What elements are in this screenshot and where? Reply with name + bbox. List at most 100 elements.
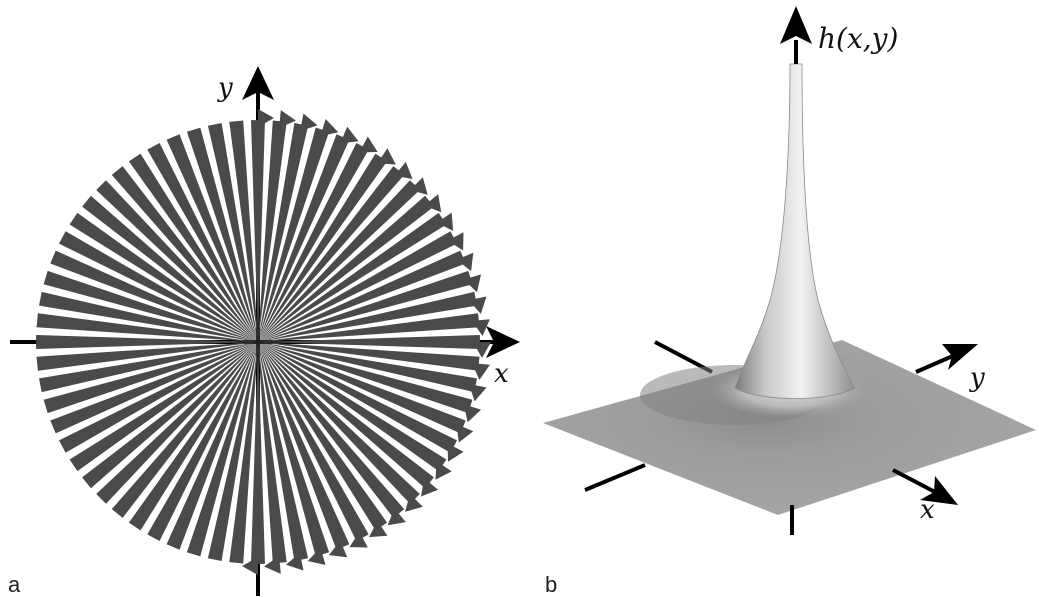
starburst-spoke xyxy=(258,342,477,393)
starburst-arrow-tip xyxy=(307,547,326,565)
starburst-arrow-tip xyxy=(463,404,481,423)
starburst-spoke xyxy=(258,335,480,349)
panel-b-surface-plot: h(x,y) y x b xyxy=(543,6,1036,597)
starburst-spoke xyxy=(258,342,369,541)
starburst-spoke xyxy=(258,231,457,342)
starburst-arrow-tip xyxy=(369,520,388,538)
starburst-arrow-tip xyxy=(299,113,318,132)
panel-b-z-axis-label: h(x,y) xyxy=(818,22,898,55)
starburst-arrow-tip xyxy=(447,232,464,251)
starburst-arrow-tip xyxy=(410,177,428,195)
starburst-spoke xyxy=(82,342,258,489)
starburst-spoke xyxy=(258,342,350,550)
starburst-spoke xyxy=(39,291,258,342)
starburst-spoke xyxy=(258,270,473,342)
surface-base-sheet xyxy=(543,340,1036,515)
starburst-spoke xyxy=(111,166,258,342)
starburst-spoke xyxy=(166,342,258,550)
starburst-spoke xyxy=(36,335,258,349)
starburst-spoke xyxy=(258,342,330,557)
starburst-arrow-tip xyxy=(472,319,490,336)
starburst-arrow-tip xyxy=(258,109,274,127)
starburst-arrow-tip xyxy=(279,110,296,128)
panel-b-y-axis-label: y xyxy=(969,363,985,393)
panel-b-y-axis-front-line xyxy=(915,353,956,374)
starburst-spoke xyxy=(96,180,258,342)
starburst-spoke xyxy=(50,342,258,434)
starburst-spoke xyxy=(82,195,258,342)
starburst-spoke xyxy=(128,153,258,342)
starburst-spoke xyxy=(258,342,405,518)
starburst-spoke xyxy=(258,342,473,414)
panel-b-letter: b xyxy=(545,572,557,597)
starburst-spoke xyxy=(258,342,287,564)
starburst-arrow-tip xyxy=(387,508,406,526)
starburst-arrow-tip xyxy=(286,552,304,571)
starburst-spoke xyxy=(258,342,447,472)
starburst-spoke xyxy=(251,342,265,564)
starburst-spoke xyxy=(258,127,330,342)
panel-b-z-axis-arrowhead xyxy=(780,6,812,44)
starburst-spoke xyxy=(258,195,434,342)
starburst-spoke xyxy=(36,342,258,371)
starburst-arrow-tip xyxy=(436,212,454,231)
starburst-spoke xyxy=(186,342,258,557)
starburst-spoke xyxy=(258,250,466,342)
starburst-spoke xyxy=(166,134,258,342)
starburst-spoke xyxy=(258,143,369,342)
starburst-arrow-tip xyxy=(472,363,490,380)
panel-a-x-axis-arrowhead xyxy=(486,326,520,358)
starburst-spoke xyxy=(229,342,258,564)
starburst-spoke xyxy=(50,250,258,342)
panel-b-x-axis-label: x xyxy=(920,495,935,525)
starburst-spoke xyxy=(258,342,420,504)
surface-peak xyxy=(734,63,856,399)
starburst-arrow-tip xyxy=(394,161,413,179)
panel-b-y-axis-back-line xyxy=(584,463,646,492)
starburst-spoke xyxy=(258,342,466,434)
starburst-spoke xyxy=(258,123,309,342)
starburst-spoke xyxy=(251,120,265,342)
starburst-arrow-tip xyxy=(463,274,481,293)
starburst-spoke xyxy=(43,270,258,342)
panel-a-y-axis-label: y xyxy=(217,73,233,103)
starburst-spoke xyxy=(258,180,420,342)
starburst-arrow-tip xyxy=(328,540,348,558)
starburst-spoke xyxy=(186,127,258,342)
starburst-spoke xyxy=(207,123,258,342)
panel-a-letter: a xyxy=(8,572,21,597)
starburst-arrow-tip xyxy=(456,424,474,443)
starburst-spoke xyxy=(258,342,388,531)
starburst-arrow-tip xyxy=(473,342,491,358)
starburst-spoke xyxy=(69,212,258,342)
starburst-arrow-tip xyxy=(320,119,339,137)
starburst-arrow-tip xyxy=(424,194,442,213)
starburst-spoke xyxy=(147,143,258,342)
starburst-arrow-tip xyxy=(447,443,464,462)
panel-b-x-axis-front-line xyxy=(892,468,936,494)
starburst-spoke xyxy=(36,313,258,342)
panel-b-y-axis-arrowhead xyxy=(942,344,978,370)
starburst-spoke xyxy=(258,313,480,342)
starburst-arrow-tip xyxy=(421,478,439,497)
starburst-spoke xyxy=(69,342,258,472)
starburst-arrow-tip xyxy=(264,556,281,574)
starburst-arrow-tip xyxy=(349,531,368,548)
starburst-arrow-tip xyxy=(359,136,378,153)
starburst-spoke xyxy=(59,342,258,453)
starburst-spoke xyxy=(258,342,309,561)
starburst-spoke xyxy=(96,342,258,504)
starburst-spoke xyxy=(258,342,457,453)
starburst-spoke xyxy=(258,342,434,489)
starburst-spoke xyxy=(258,134,350,342)
starburst-spokes xyxy=(36,109,491,575)
starburst-spoke xyxy=(258,342,480,371)
starburst-spoke xyxy=(39,342,258,393)
starburst-spoke xyxy=(111,342,258,518)
starburst-arrow-tip xyxy=(242,557,258,575)
starburst-arrow-tip xyxy=(468,383,487,402)
starburst-spoke xyxy=(258,153,388,342)
starburst-arrow-tip xyxy=(405,494,423,512)
starburst-arrow-tip xyxy=(468,296,487,314)
